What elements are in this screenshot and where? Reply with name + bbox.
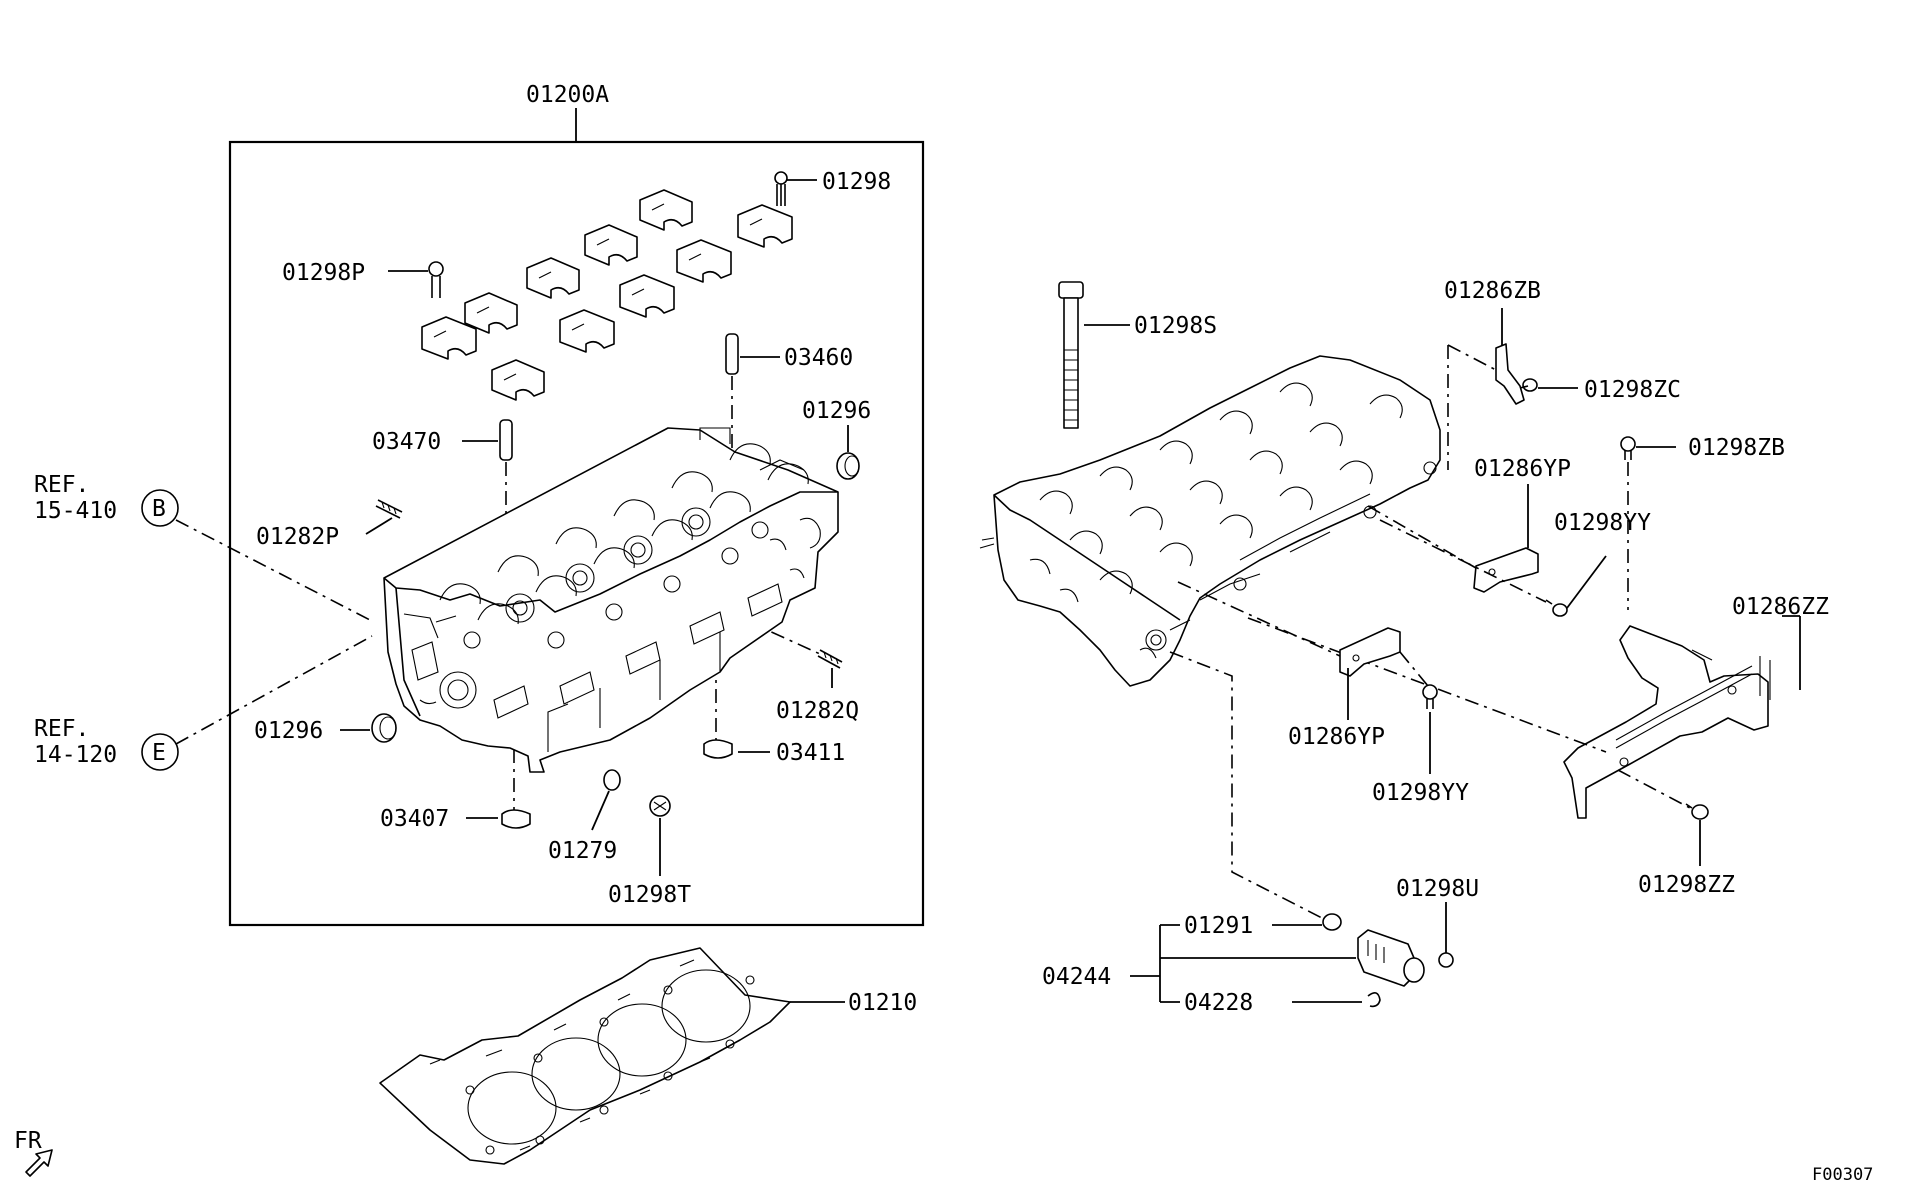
label-01298t: 01298T: [608, 882, 691, 908]
label-03407: 03407: [380, 806, 449, 832]
assembly-frame-01200a: [228, 108, 925, 927]
oil-control-valve-04244-part: [1130, 924, 1425, 1002]
head-gasket-01210: [379, 947, 845, 1165]
label-01298s: 01298S: [1134, 313, 1217, 339]
label-01298zc: 01298ZC: [1584, 377, 1681, 403]
bolt-01298p-part: [388, 261, 444, 298]
figure-code: F00307: [1812, 1165, 1873, 1185]
label-01282p: 01282P: [256, 524, 339, 550]
oring-01279-part: [591, 769, 621, 831]
ref-b-letter: B: [152, 496, 166, 522]
label-01298u: 01298U: [1396, 876, 1479, 902]
label-01286yp-lower: 01286YP: [1288, 724, 1385, 750]
label-03470: 03470: [372, 429, 441, 455]
label-01296-top: 01296: [802, 398, 871, 424]
ref-e-letter: E: [152, 740, 166, 766]
bolt-01298zz-part: [1617, 769, 1709, 866]
label-01298zz: 01298ZZ: [1638, 872, 1735, 898]
bracket-01286yp-lower-part: [1177, 581, 1401, 720]
ref-b-number: 15-410: [34, 498, 117, 524]
bolt-01298-part: [774, 171, 817, 206]
bolt-01298u-part: [1438, 902, 1454, 968]
label-01286zz: 01286ZZ: [1732, 594, 1829, 620]
label-01298zb: 01298ZB: [1688, 435, 1785, 461]
oring-01291-part: [1169, 651, 1342, 931]
part-labels: 01200A 01298 01298P 03460 01296 03470 01…: [254, 82, 1829, 1016]
label-01296-left: 01296: [254, 718, 323, 744]
bolt-01298s-part: [1058, 281, 1130, 429]
label-01200a: 01200A: [526, 82, 609, 108]
front-direction-arrow-icon: [25, 1149, 53, 1177]
clip-04228-part: [1160, 992, 1381, 1008]
reference-labels: REF. 15-410 B REF. 14-120 E: [34, 472, 166, 768]
bolt-01298yy-lower-part: [1399, 651, 1438, 774]
camshaft-bearing-caps: [421, 189, 793, 401]
label-01298yy-upper: 01298YY: [1554, 510, 1651, 536]
label-03411: 03411: [776, 740, 845, 766]
seal-03407-part: [466, 720, 531, 829]
label-01279: 01279: [548, 838, 617, 864]
ref-marker-e: [141, 635, 373, 771]
ref-e-number: 14-120: [34, 742, 117, 768]
label-01210: 01210: [848, 990, 917, 1016]
label-04228: 04228: [1184, 990, 1253, 1016]
bolt-01298zc-part: [1519, 378, 1578, 392]
cylinder-head-left: [383, 427, 839, 773]
ref-b-word: REF.: [34, 472, 89, 498]
ref-e-word: REF.: [34, 716, 89, 742]
bracket-01286zz-part: [1247, 615, 1801, 819]
pin-03470-part: [462, 419, 513, 560]
ref-marker-b: [141, 489, 371, 621]
cylinder-head-right: [979, 355, 1441, 687]
label-01298yy-lower: 01298YY: [1372, 780, 1469, 806]
label-01286yp-upper: 01286YP: [1474, 456, 1571, 482]
label-01298p: 01298P: [282, 260, 365, 286]
bracket-01286yp-upper-part: [1367, 484, 1539, 593]
bolt-01298yy-upper-part: [1379, 519, 1607, 617]
stud-01282p-part: [365, 499, 403, 535]
label-01298: 01298: [822, 169, 891, 195]
label-01291: 01291: [1184, 913, 1253, 939]
plug-01296-left-part: [340, 713, 397, 743]
bolt-01298t-part: [649, 795, 671, 876]
bracket-01286zb-part: [1447, 308, 1525, 470]
label-04244: 04244: [1042, 964, 1111, 990]
label-01286zb: 01286ZB: [1444, 278, 1541, 304]
label-01282q: 01282Q: [776, 698, 859, 724]
plug-01296-top-part: [836, 425, 860, 480]
bolt-01298zb-part: [1620, 436, 1676, 610]
front-marker-label: FR: [14, 1128, 42, 1154]
label-03460: 03460: [784, 345, 853, 371]
